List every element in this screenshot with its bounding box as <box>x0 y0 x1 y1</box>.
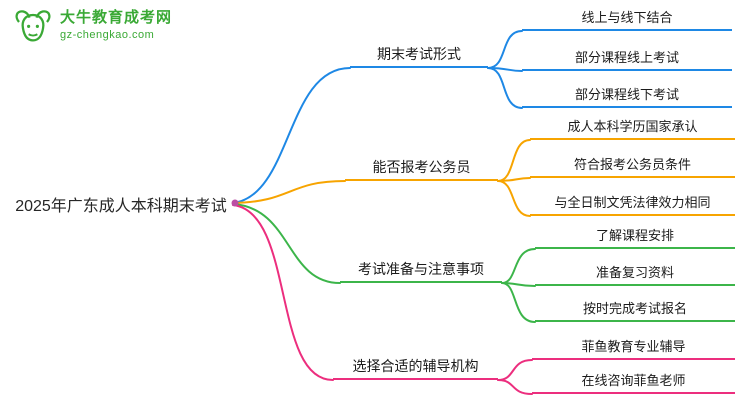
site-url: gz-chengkao.com <box>60 29 155 41</box>
leaf-consult-feiyu-teacher: 在线咨询菲鱼老师 <box>532 370 735 394</box>
edge-exam-format-leaf2 <box>487 67 523 72</box>
leaf-online-offline-combined: 线上与线下结合 <box>522 7 732 31</box>
branch-civil-servant-eligibility: 能否报考公务员 <box>345 157 498 181</box>
bull-icon <box>15 10 51 42</box>
edge-root-exam-format <box>232 67 351 204</box>
logo-text: 大牛教育成考网 gz-chengkao.com <box>60 8 172 41</box>
edge-exam-preparation-leaf1 <box>501 248 536 284</box>
edge-exam-preparation-leaf2 <box>501 282 536 287</box>
edge-root-tutoring-agency <box>232 204 334 381</box>
leaf-meets-civil-servant-requirements: 符合报考公务员条件 <box>530 154 735 178</box>
edge-exam-preparation-leaf3 <box>501 282 536 323</box>
edge-root-exam-preparation <box>232 203 341 284</box>
leaf-some-courses-offline: 部分课程线下考试 <box>522 84 732 108</box>
branch-exam-preparation: 考试准备与注意事项 <box>340 259 502 283</box>
root-topic: 2025年广东成人本科期末考试 <box>15 198 227 215</box>
leaf-degree-nationally-recognized: 成人本科学历国家承认 <box>530 116 735 140</box>
edge-exam-format-leaf1 <box>487 30 523 69</box>
branch-exam-format: 期末考试形式 <box>350 44 488 68</box>
edge-civil-servant-leaf3 <box>497 180 531 217</box>
leaf-prepare-review-materials: 准备复习资料 <box>535 262 735 286</box>
edge-root-civil-servant <box>232 180 346 204</box>
site-name: 大牛教育成考网 <box>60 9 173 26</box>
edge-civil-servant-leaf2 <box>497 177 531 182</box>
edge-exam-format-leaf3 <box>487 67 523 109</box>
leaf-feiyu-professional-tutoring: 菲鱼教育专业辅导 <box>532 336 735 360</box>
leaf-register-on-time: 按时完成考试报名 <box>535 298 735 322</box>
edge-civil-servant-leaf1 <box>497 139 531 182</box>
site-logo: 大牛教育成考网 gz-chengkao.com <box>12 8 172 50</box>
edge-tutoring-agency-leaf1 <box>497 359 533 381</box>
edge-tutoring-agency-leaf2 <box>497 379 533 395</box>
branch-choose-tutoring-agency: 选择合适的辅导机构 <box>333 356 498 380</box>
leaf-know-course-schedule: 了解课程安排 <box>535 225 735 249</box>
leaf-some-courses-online: 部分课程线上考试 <box>522 47 732 71</box>
leaf-same-legal-effect-as-fulltime: 与全日制文凭法律效力相同 <box>530 192 735 216</box>
